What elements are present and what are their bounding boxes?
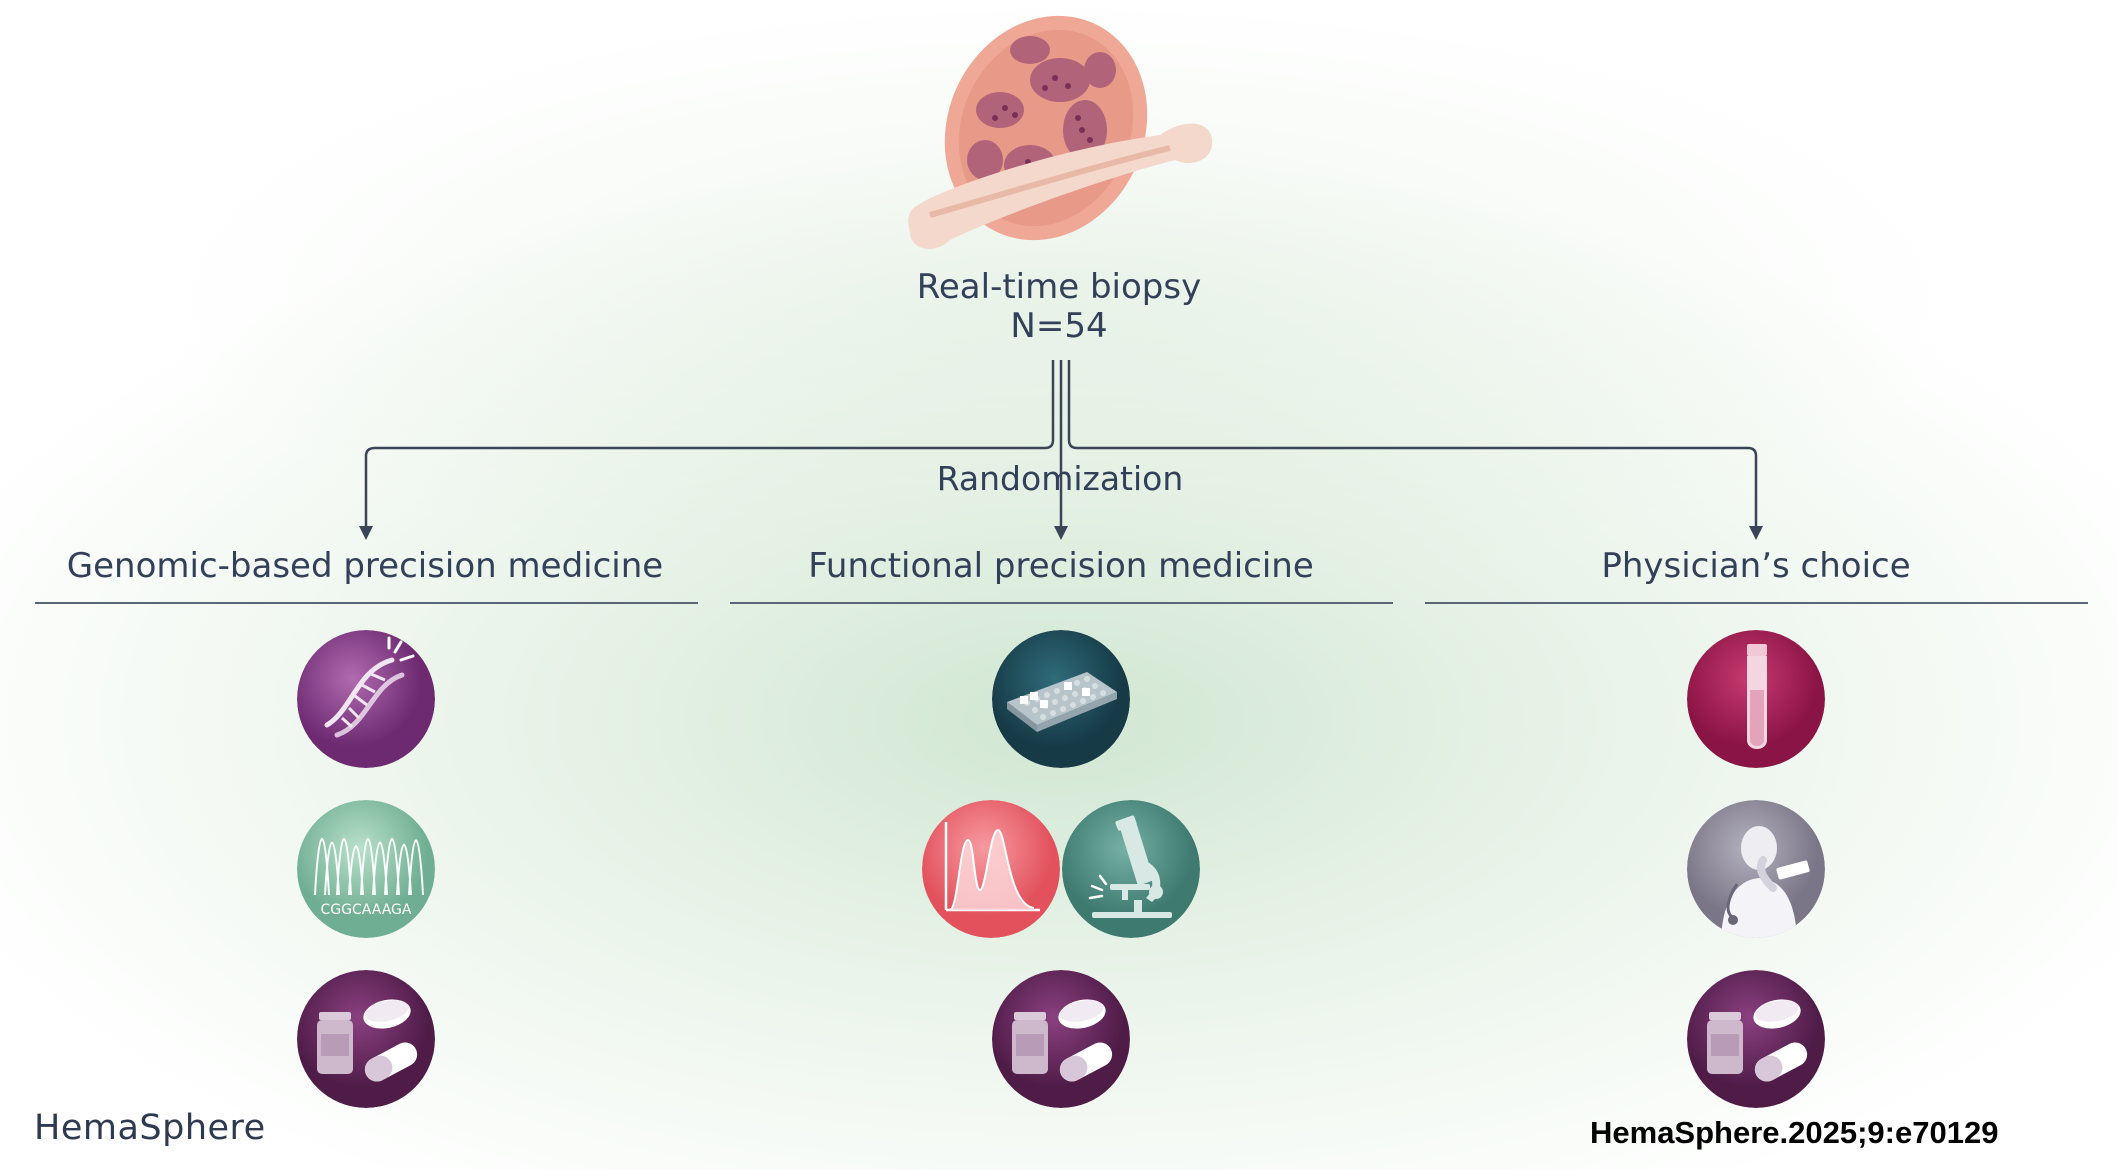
drugs-icon bbox=[1687, 970, 1825, 1108]
biopsy-title: Real-time biopsy bbox=[916, 267, 1202, 307]
arm-divider-genomic bbox=[35, 602, 698, 604]
arm-divider-functional bbox=[730, 602, 1393, 604]
dna-icon bbox=[297, 630, 435, 768]
flow-cytometry-icon bbox=[922, 800, 1060, 938]
sequencing-chromatogram-icon: CGGCAAAGA bbox=[297, 800, 435, 938]
drugs-icon bbox=[297, 970, 435, 1108]
arm-label-functional: Functional precision medicine bbox=[808, 546, 1314, 586]
drugs-icon bbox=[992, 970, 1130, 1108]
randomization-label: Randomization bbox=[936, 459, 1184, 498]
citation: HemaSphere.2025;9:e70129 bbox=[1590, 1115, 1999, 1150]
svg-text:CGGCAAAGA: CGGCAAAGA bbox=[321, 902, 412, 918]
brand-logo-text: HemaSphere bbox=[34, 1108, 266, 1148]
arm-divider-physician bbox=[1425, 602, 2088, 604]
sample-size-label: N=54 bbox=[1010, 306, 1108, 346]
bone-marrow-biopsy-icon bbox=[908, 15, 1213, 249]
microscope-icon bbox=[1062, 800, 1200, 938]
blood-tube-icon bbox=[1687, 630, 1825, 768]
drug-screening-plate-icon bbox=[992, 630, 1130, 768]
arm-label-physician: Physician’s choice bbox=[1601, 546, 1911, 586]
physician-icon bbox=[1687, 800, 1825, 938]
arm-label-genomic: Genomic-based precision medicine bbox=[66, 546, 664, 586]
